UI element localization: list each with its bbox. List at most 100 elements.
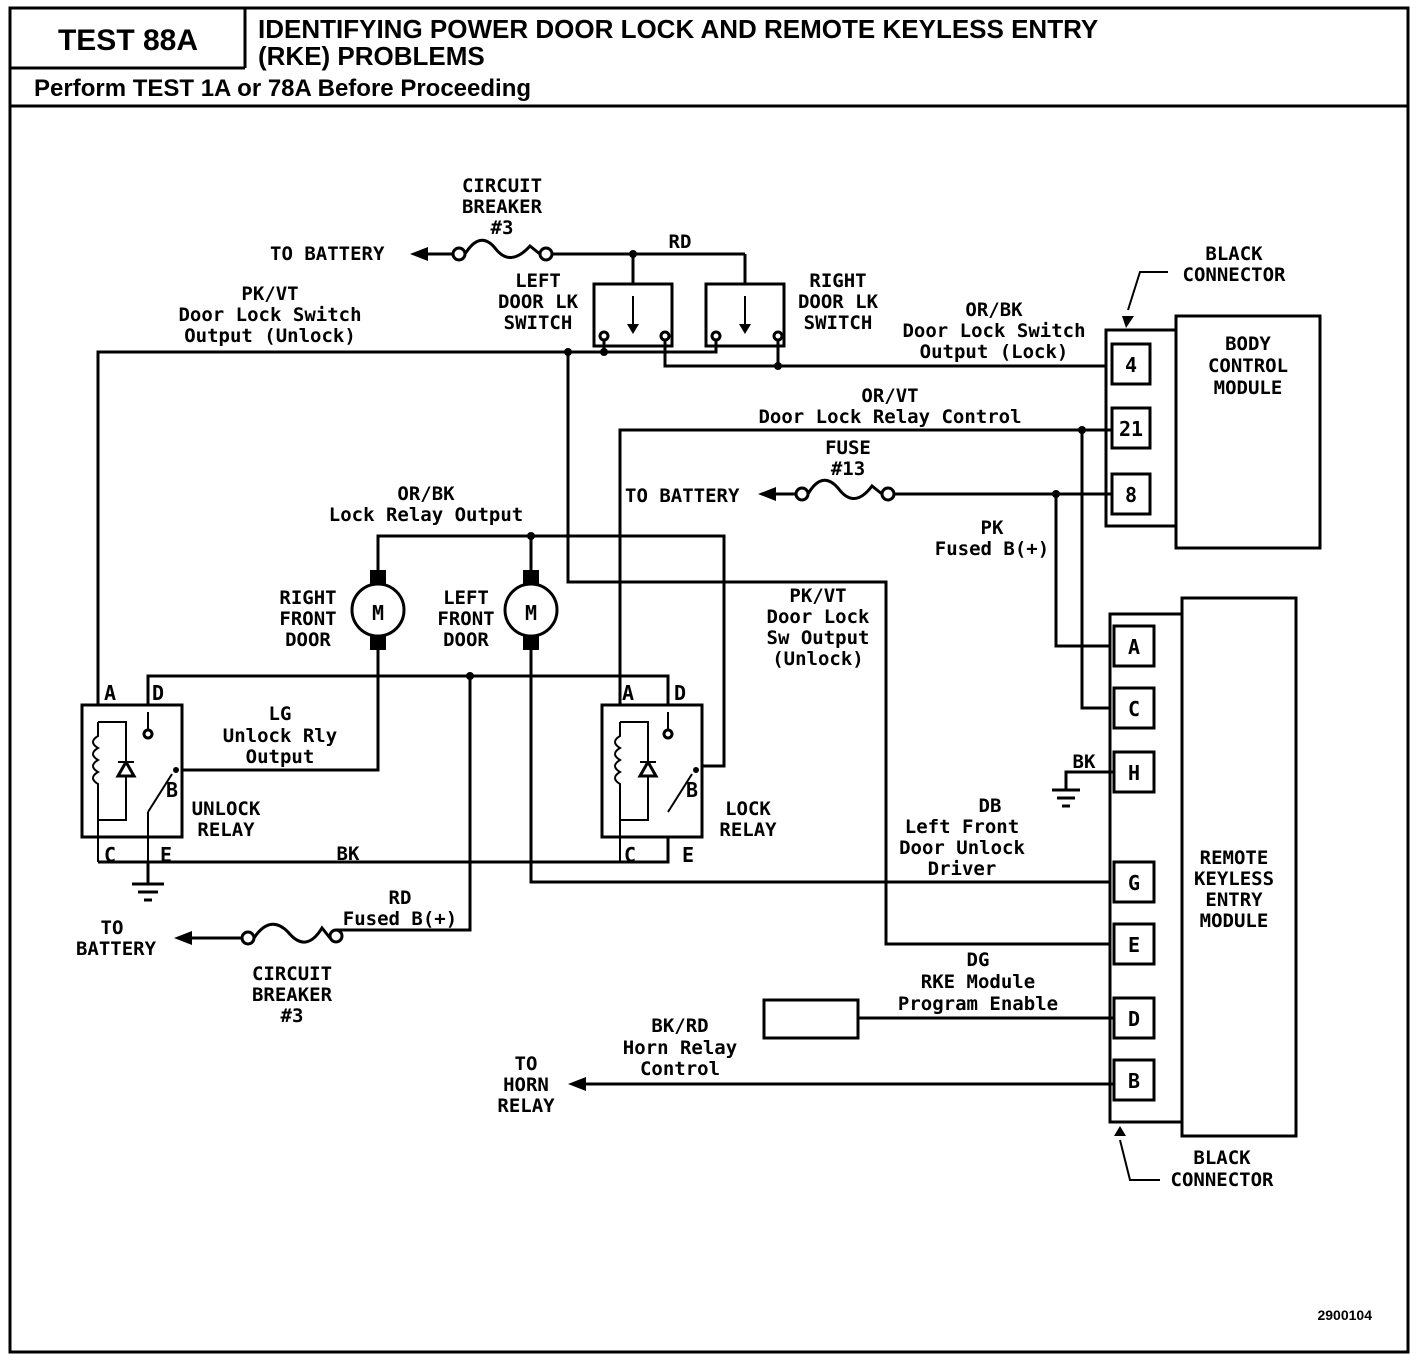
unlock-relay-label-2: RELAY [197,819,255,841]
lock-relay-pin-e: E [682,843,694,867]
fuse-13-icon [806,478,883,500]
black-conn-bot-label-2: CONNECTOR [1171,1169,1275,1191]
relay-coil-icon [614,722,622,820]
rke-pin-e: E [1128,933,1140,957]
unlock-relay-pin-d: D [152,681,164,705]
program-enable-connector [762,998,860,1040]
pkvt-sw-label-3: Sw Output [767,627,870,649]
black-conn-top-label-1: BLACK [1205,243,1263,265]
circuit-breaker-top-icon [463,238,541,259]
rf-motor-m: M [372,601,384,625]
cb-top-label-2: BREAKER [462,196,543,218]
wire-pk-fused [1054,494,1112,648]
relay-contact-icon [667,773,693,813]
lf-door-label-1: LEFT [443,587,489,609]
horn-label-1: TO [515,1053,538,1075]
cb-top-label-3: #3 [491,217,514,239]
figure-id: 2900104 [1317,1307,1372,1323]
right-sw-label-1: RIGHT [809,270,866,292]
orvt-label-2: Door Lock Relay Control [758,406,1021,428]
lf-door-label-3: DOOR [443,629,489,651]
wire-lg-unlock [182,650,380,772]
orbk-label-2: Door Lock Switch [902,320,1085,342]
lg-label-3: Output [246,746,315,768]
rke-pin-a: A [1128,635,1140,659]
wire-bk-ground [148,837,670,864]
arrow-icon [410,247,428,261]
lock-relay-pin-d: D [674,681,686,705]
lock-relay-pin-a: A [622,681,634,705]
right-sw-label-3: SWITCH [804,312,873,334]
arrow-icon [174,931,192,945]
bcm-pin-4: 4 [1125,353,1137,377]
relay-contact-icon [147,773,173,813]
cb-low-label-3: #3 [281,1005,304,1027]
pkvt-sw-label-4: (Unlock) [772,648,864,670]
horn-label-2: HORN [503,1074,549,1096]
rf-door-label-3: DOOR [285,629,331,651]
rd-fused-label-2: Fused B(+) [343,908,457,930]
rke-pin-b: B [1128,1069,1140,1093]
to-battery-low-label-1: TO [101,917,124,939]
test-id: TEST 88A [58,24,198,57]
unlock-relay-label-1: UNLOCK [192,798,261,820]
pkvt-label-1: PK/VT [241,283,298,305]
rke-pin-c: C [1128,697,1140,721]
subtitle: Perform TEST 1A or 78A Before Proceeding [34,75,531,102]
wire-db-driver [529,650,1112,884]
bkrd-label-1: BK/RD [651,1015,708,1037]
rf-door-label-1: RIGHT [279,587,336,609]
bcm-label-3: MODULE [1214,377,1283,399]
remote-keyless-entry-module [1180,596,1298,1138]
cb-low-label-2: BREAKER [252,984,333,1006]
pkvt-label-2: Door Lock Switch [178,304,361,326]
wire-orbk-lock [663,340,1112,368]
lf-motor-m: M [525,601,537,625]
orbk-label-1: OR/BK [965,299,1023,321]
bk-mid-label: BK [337,843,360,865]
wire-orvt-relay-control [618,428,1112,705]
pkvt-label-3: Output (Unlock) [184,325,356,347]
title-line-2: (RKE) PROBLEMS [258,41,485,71]
wire-pkvt-unlock [96,340,718,705]
orbk-lock-label-1: OR/BK [397,483,455,505]
pkvt-sw-label-2: Door Lock [767,606,871,628]
to-battery-low-label-2: BATTERY [76,938,157,960]
to-battery-top: TO BATTERY [270,243,385,265]
bkrd-label-2: Horn Relay [623,1037,737,1059]
title-line-1: IDENTIFYING POWER DOOR LOCK AND REMOTE K… [258,14,1098,44]
rke-pin-d: D [1128,1007,1140,1031]
rke-label-1: REMOTE [1200,847,1269,869]
fuse-label-1: FUSE [825,437,871,459]
arrow-icon [758,487,776,501]
lg-label-1: LG [269,703,292,725]
db-label-4: Driver [928,858,997,880]
wire-d-bus [146,674,670,705]
arrow-icon [568,1077,586,1091]
lg-label-2: Unlock Rly [223,725,337,747]
lf-door-label-2: FRONT [437,608,494,630]
pointer-arrow-icon [1114,1126,1126,1136]
left-sw-label-3: SWITCH [504,312,573,334]
rf-door-label-2: FRONT [279,608,336,630]
right-sw-label-2: DOOR LK [798,291,879,313]
black-conn-top-label-2: CONNECTOR [1183,264,1287,286]
cb-low-label-1: CIRCUIT [252,963,332,985]
rke-label-4: MODULE [1200,910,1269,932]
pointer-arrow-icon [1122,316,1134,328]
rke-label-3: ENTRY [1205,889,1263,911]
body-control-module [1174,314,1322,550]
left-sw-label-2: DOOR LK [498,291,579,313]
circuit-breaker-low-icon [252,922,332,944]
lock-relay-pin-b: B [686,778,698,802]
black-conn-bot-label-1: BLACK [1193,1147,1251,1169]
relay-coil-icon [92,722,100,820]
horn-label-3: RELAY [497,1095,555,1117]
rd-fused-label-1: RD [389,887,412,909]
wire-lock-relay-output [376,534,726,768]
dg-label-1: DG [967,949,990,971]
unlock-relay-pin-b: B [166,778,178,802]
pk-label-2: Fused B(+) [935,538,1049,560]
dg-label-2: RKE Module [921,971,1035,993]
